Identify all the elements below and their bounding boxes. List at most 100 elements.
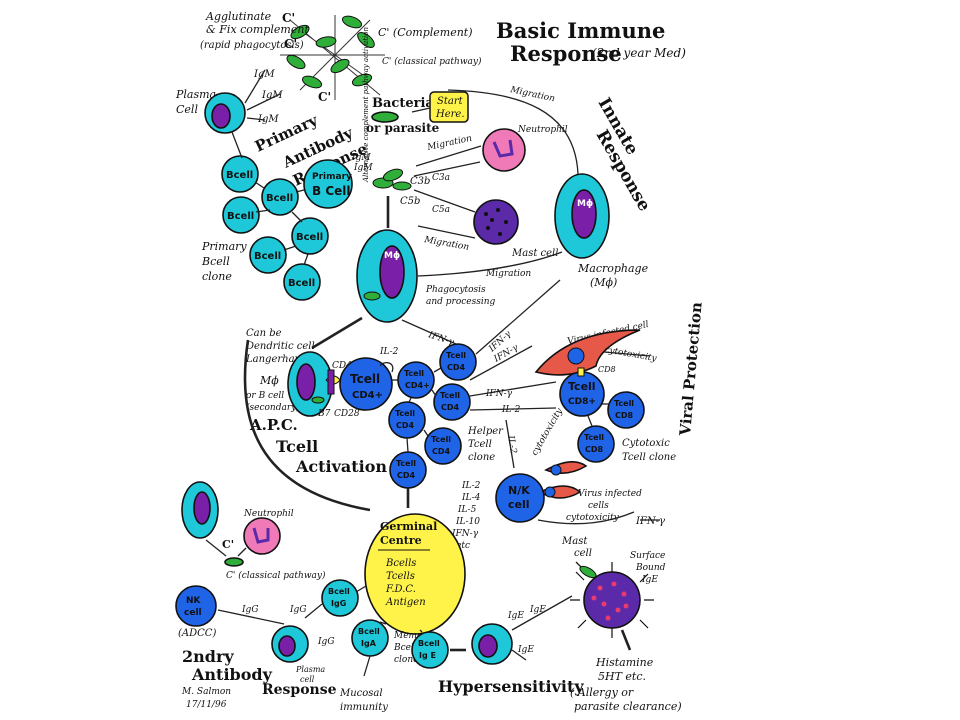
mast-label: Mast (561, 536, 588, 547)
svg-text:Tcell: Tcell (431, 435, 451, 444)
neutrophil (482, 128, 526, 172)
c-prime-label: C' (284, 37, 297, 51)
germinal-centre (364, 513, 466, 635)
surface-ige-label: Bound (635, 563, 666, 573)
macrophage-label: Macrophage (577, 262, 649, 275)
migration-label: Migration (422, 235, 469, 253)
adcc-label: (ADCC) (178, 628, 216, 639)
secondary-response-1: 2ndry (182, 647, 234, 666)
agglutinate-text: Agglutinate (205, 10, 272, 23)
bacteria-cluster (372, 168, 412, 191)
apc-or-b: (secondary) (246, 402, 300, 413)
il-list-item: IL-4 (461, 493, 481, 503)
primary-clone-label: Bcell (201, 255, 230, 268)
cytotoxicity-label: cytotoxicity (566, 513, 620, 523)
surface-ige-label: Surface (630, 551, 665, 561)
c5a-label: C5a (432, 205, 450, 215)
svg-text:cell: cell (508, 498, 530, 511)
il-list-item: etc (456, 541, 470, 551)
svg-text:cell: cell (184, 608, 202, 618)
memory-label: clones (394, 655, 423, 665)
bcell: Bcell (291, 217, 329, 255)
cytotoxic-clone-label: Cytotoxic (622, 438, 670, 449)
phagocyte-macrophage: Mϕ (356, 229, 418, 323)
mucosal-label: immunity (340, 702, 388, 713)
plasma-cell (271, 625, 309, 663)
germinal-title: Germinal (380, 520, 437, 533)
neutrophil-label: Neutrophil (243, 509, 294, 519)
hypersensitivity-label: Hypersensitivity (438, 677, 584, 696)
surface-ige-label: IgE (641, 575, 658, 585)
bacterium-shape (371, 111, 399, 123)
bacterium-shape (351, 73, 373, 87)
mhc-synapse (325, 369, 341, 395)
germinal-item: Tcells (386, 571, 415, 582)
svg-text:CD8+: CD8+ (568, 397, 596, 407)
igg-label: IgG (289, 605, 307, 615)
virus-infected-cell (534, 329, 641, 376)
il-list-item: IFN-γ (451, 529, 479, 539)
secondary-response-2: Antibody (191, 665, 273, 684)
complement-lattice (280, 15, 385, 100)
secondary-response-3: Response (262, 682, 337, 698)
phagocytosis-label: Phagocytosis (425, 285, 486, 295)
cd28-label: CD28 (334, 409, 360, 419)
nk-cell: NK cell (175, 585, 217, 627)
mast-cell (473, 199, 519, 245)
igm-label: IgM (261, 90, 283, 101)
svg-text:Bcell: Bcell (227, 211, 254, 222)
germinal-item: Antigen (385, 597, 426, 608)
c-prime-label: C' (318, 90, 331, 104)
svg-text:Bcell: Bcell (266, 193, 293, 204)
svg-text:Bcell: Bcell (226, 170, 253, 181)
virus-cells-label: Virus infected (578, 489, 642, 499)
svg-text:Ig E: Ig E (419, 651, 436, 660)
bacterium-shape (341, 15, 363, 29)
igm-label: IgM (253, 69, 275, 80)
macrophage: Mϕ (554, 173, 610, 259)
il-list-item: IL-2 (461, 481, 481, 491)
mast-label: cell (574, 548, 592, 559)
neutrophil-label: Neutrophil (517, 125, 568, 135)
bacterium-shape (357, 32, 375, 48)
bcell: Bcell (261, 178, 299, 216)
rapid-phagocytosis-text: (rapid phagocytosis) (200, 40, 304, 51)
svg-text:Tcell: Tcell (446, 351, 466, 360)
allergy-label: parasite clearance) (574, 700, 682, 713)
cd4-label: CD4 (332, 361, 352, 371)
helper-clone-label: Helper (467, 426, 504, 437)
start-label: Start (437, 96, 464, 107)
svg-text:Tcell: Tcell (584, 433, 604, 442)
bcell-ige: Bcell Ig E (411, 631, 449, 669)
il2-label: IL-2 (505, 434, 518, 455)
bcell-iga: Bcell IgA (351, 619, 389, 657)
ige-label: IgE (507, 611, 524, 621)
cytotoxic-clone-label: Tcell clone (622, 452, 676, 463)
cytotoxic-tcell: Tcell CD8+ (559, 367, 605, 417)
allergy-label: ( Allergy or (570, 686, 634, 699)
apc-can-be: Can be (246, 328, 282, 339)
bcell: Bcell (283, 263, 321, 301)
il-list-item: IL-10 (455, 517, 480, 527)
svg-text:CD4: CD4 (447, 363, 466, 372)
germinal-title: Centre (380, 534, 422, 547)
cd8-label: CD8 (598, 365, 616, 374)
macrophage-label: (Mϕ) (590, 276, 617, 289)
plasma-cell-label-1: Plasma (175, 88, 216, 101)
primary-clone-label: clone (202, 270, 232, 283)
bacterium-shape (301, 75, 323, 89)
migration-label: Migration (508, 85, 556, 104)
apc-label: A.P.C. (249, 416, 298, 434)
start-here-box (429, 91, 469, 123)
plasma-cell-ige (471, 623, 513, 665)
parasite-label: or parasite (366, 121, 440, 135)
il-list-item: IL-5 (457, 505, 477, 515)
complement-label: C' (Complement) (378, 26, 473, 39)
igm-label: IgM (351, 153, 371, 163)
ige-label: IgE (517, 645, 534, 655)
bcell-igg: Bcell IgG (321, 579, 359, 617)
svg-text:N/K: N/K (508, 484, 530, 497)
primary-bcell-label: Primary (312, 172, 352, 182)
